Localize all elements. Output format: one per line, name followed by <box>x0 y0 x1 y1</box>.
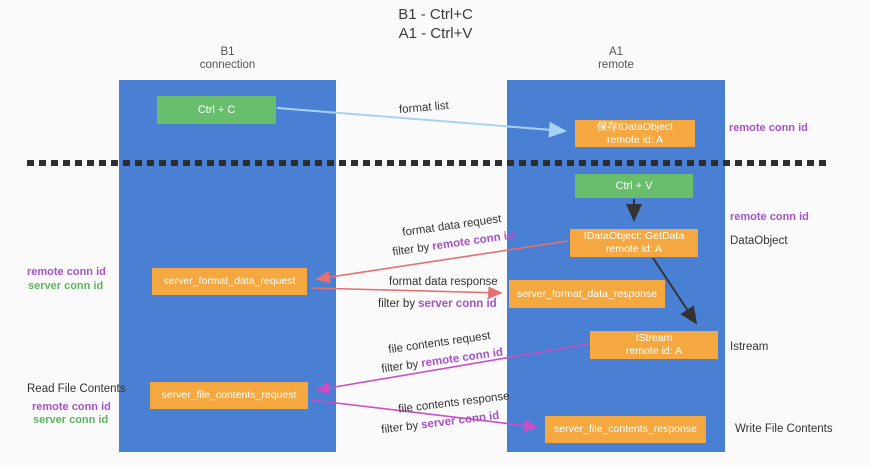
getdata-box: IDataObject::GetData remote id: A <box>570 229 698 257</box>
diagram-title: B1 - Ctrl+C A1 - Ctrl+V <box>0 5 871 43</box>
left-read-file-contents-label: Read File Contents <box>27 383 126 395</box>
right-istream-label: Istream <box>730 341 769 353</box>
getdata-line1: IDataObject::GetData <box>583 230 685 242</box>
right-dataobject-label: DataObject <box>730 235 788 247</box>
right-remote-conn-id-mid: remote conn id <box>730 211 809 223</box>
filter-highlight-2: server conn id <box>418 298 497 310</box>
ctrl-v-label: Ctrl + V <box>615 179 653 192</box>
save-dataobject-box: 保存IDataObject remote id: A <box>575 120 695 147</box>
lane-header-b1: B1 connection <box>119 46 336 72</box>
right-remote-conn-id-top: remote conn id <box>729 122 808 134</box>
server-format-data-response-box: server_format_data_response <box>509 280 665 308</box>
filter-highlight-3: remote conn id <box>420 346 504 370</box>
left-remote-conn-id-2: remote conn id <box>32 401 111 413</box>
lane-a1-title: A1 <box>608 46 624 58</box>
server-format-data-request-box: server_format_data_request <box>152 268 307 295</box>
server-format-data-response-label: server_format_data_response <box>516 287 658 300</box>
ctrl-c-box: Ctrl + C <box>157 96 276 124</box>
filter-prefix-2: filter by <box>378 298 416 310</box>
left-server-conn-id-1: server conn id <box>28 280 104 292</box>
save-dataobject-line1: 保存IDataObject <box>596 120 674 133</box>
ctrl-v-box: Ctrl + V <box>575 174 693 198</box>
lane-b1-title: B1 <box>220 46 235 58</box>
flow-label-format-data-response: format data response <box>389 276 498 288</box>
filter-prefix-4: filter by <box>380 419 419 437</box>
lane-header-a1: A1 remote <box>507 46 725 72</box>
istream-line2: remote id: A <box>625 345 683 357</box>
server-file-contents-response-label: server_file_contents_response <box>553 423 697 435</box>
server-format-data-request-label: server_format_data_request <box>163 275 296 287</box>
ctrl-c-label: Ctrl + C <box>197 103 236 116</box>
server-file-contents-request-label: server_file_contents_request <box>161 389 297 401</box>
left-remote-conn-id-1: remote conn id <box>27 266 106 278</box>
title-line-2: A1 - Ctrl+V <box>398 25 473 42</box>
left-server-conn-id-2: server conn id <box>33 414 109 426</box>
istream-box: IStream remote id: A <box>590 331 718 359</box>
dashed-separator <box>27 160 830 166</box>
server-file-contents-response-box: server_file_contents_response <box>545 416 706 443</box>
save-dataobject-line2: remote id: A <box>606 133 664 146</box>
lane-a1-subtitle: remote <box>598 59 634 71</box>
flow-label-format-list: format list <box>398 99 450 117</box>
getdata-line2: remote id: A <box>605 243 663 255</box>
filter-prefix-3: filter by <box>380 358 420 376</box>
server-file-contents-request-box: server_file_contents_request <box>150 382 308 409</box>
istream-line1: IStream <box>635 332 673 344</box>
lane-b1-subtitle: connection <box>199 59 256 71</box>
filter-prefix-1: filter by <box>391 241 431 259</box>
arrow-format-data-response <box>310 286 503 300</box>
right-write-file-contents-label: Write File Contents <box>735 423 833 435</box>
filter-highlight-4: server conn id <box>420 409 500 432</box>
title-line-1: B1 - Ctrl+C <box>398 6 473 23</box>
